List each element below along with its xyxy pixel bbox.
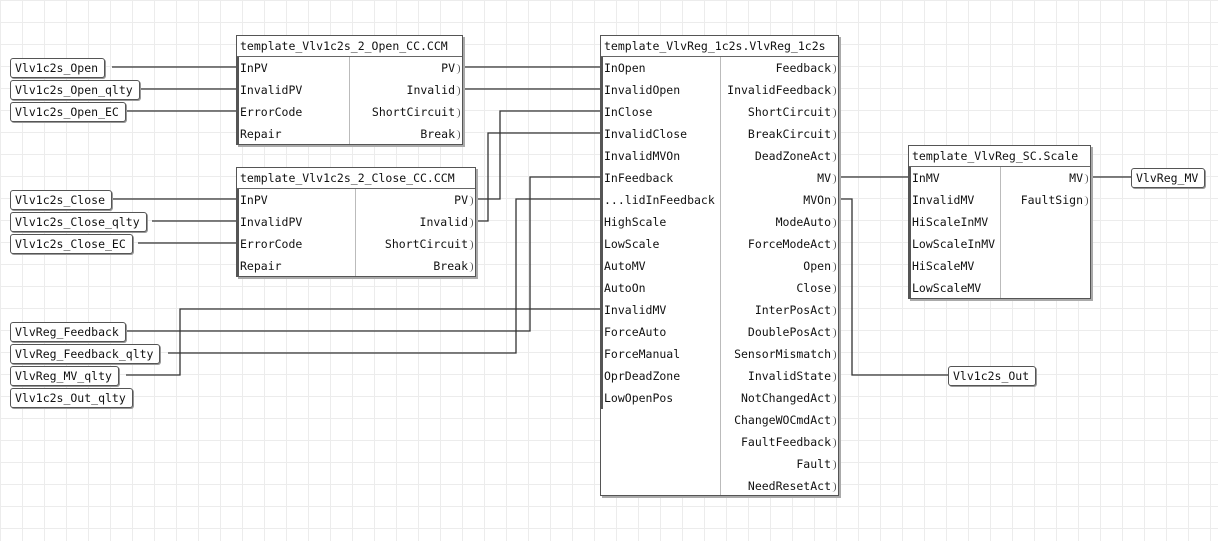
port-inclose[interactable]: InClose bbox=[601, 101, 719, 123]
io-vlv1c2s-out-qlty[interactable]: Vlv1c2s_Out_qlty bbox=[10, 388, 133, 408]
port-invalid[interactable]: Invalid bbox=[356, 211, 475, 233]
port-lowscalemv[interactable]: LowScaleMV bbox=[909, 277, 999, 299]
port-modeauto[interactable]: ModeAuto bbox=[721, 211, 838, 233]
port-highscale[interactable]: HighScale bbox=[601, 211, 719, 233]
port-sensormismatch[interactable]: SensorMismatch bbox=[721, 343, 838, 365]
port-lowscale[interactable]: LowScale bbox=[601, 233, 719, 255]
io-vlv1c2s-open-qlty[interactable]: Vlv1c2s_Open_qlty bbox=[10, 80, 140, 100]
block-close-cc[interactable]: template_Vlv1c2s_2_Close_CC.CCM InPV Inv… bbox=[236, 167, 476, 277]
output-ports: Feedback InvalidFeedback ShortCircuit Br… bbox=[720, 57, 838, 495]
port-repair[interactable]: Repair bbox=[237, 255, 354, 277]
port-forcemanual[interactable]: ForceManual bbox=[601, 343, 719, 365]
port-doubleposact[interactable]: DoublePosAct bbox=[721, 321, 838, 343]
port-inpv[interactable]: InPV bbox=[237, 57, 348, 79]
port-shortcircuit[interactable]: ShortCircuit bbox=[350, 101, 462, 123]
port-lowscaleinmv[interactable]: LowScaleInMV bbox=[909, 233, 999, 255]
output-ports: PV Invalid ShortCircuit Break bbox=[349, 57, 462, 144]
port-changewocmdact[interactable]: ChangeWOCmdAct bbox=[721, 409, 838, 431]
block-title: template_VlvReg_SC.Scale bbox=[909, 146, 1090, 167]
port-invalidpv[interactable]: InvalidPV bbox=[237, 79, 348, 101]
port-mv[interactable]: MV bbox=[1001, 167, 1090, 189]
io-vlv1c2s-close[interactable]: Vlv1c2s_Close bbox=[10, 190, 113, 210]
input-ports: InMV InvalidMV HiScaleInMV LowScaleInMV … bbox=[909, 167, 999, 299]
io-vlvreg-feedback-qlty[interactable]: VlvReg_Feedback_qlty bbox=[10, 344, 161, 364]
io-vlv1c2s-open[interactable]: Vlv1c2s_Open bbox=[10, 58, 106, 78]
port-invalidclose[interactable]: InvalidClose bbox=[601, 123, 719, 145]
port-hiscalemv[interactable]: HiScaleMV bbox=[909, 255, 999, 277]
io-vlv1c2s-close-ec[interactable]: Vlv1c2s_Close_EC bbox=[10, 234, 133, 254]
port-shortcircuit[interactable]: ShortCircuit bbox=[356, 233, 475, 255]
io-vlv1c2s-close-qlty[interactable]: Vlv1c2s_Close_qlty bbox=[10, 212, 147, 232]
port-fault[interactable]: Fault bbox=[721, 453, 838, 475]
io-vlvreg-mv[interactable]: VlvReg_MV bbox=[1131, 168, 1206, 188]
port-deadzoneact[interactable]: DeadZoneAct bbox=[721, 145, 838, 167]
port-inmv[interactable]: InMV bbox=[909, 167, 999, 189]
port-autoon[interactable]: AutoOn bbox=[601, 277, 719, 299]
port-forcemodeact[interactable]: ForceModeAct bbox=[721, 233, 838, 255]
port-shortcircuit[interactable]: ShortCircuit bbox=[721, 101, 838, 123]
port-pv[interactable]: PV bbox=[350, 57, 462, 79]
block-title: template_Vlv1c2s_2_Close_CC.CCM bbox=[237, 168, 475, 189]
port-notchangedact[interactable]: NotChangedAct bbox=[721, 387, 838, 409]
port-close[interactable]: Close bbox=[721, 277, 838, 299]
port-interposact[interactable]: InterPosAct bbox=[721, 299, 838, 321]
block-title: template_Vlv1c2s_2_Open_CC.CCM bbox=[237, 36, 462, 57]
wire-mv-qlty-to-invalidmv bbox=[126, 308, 600, 376]
port-lowopenpos[interactable]: LowOpenPos bbox=[601, 387, 719, 409]
port-invalidmv[interactable]: InvalidMV bbox=[601, 299, 719, 321]
port-errorcode[interactable]: ErrorCode bbox=[237, 101, 348, 123]
port-faultsign[interactable]: FaultSign bbox=[1001, 189, 1090, 211]
port-automv[interactable]: AutoMV bbox=[601, 255, 719, 277]
block-scale[interactable]: template_VlvReg_SC.Scale InMV InvalidMV … bbox=[908, 145, 1091, 299]
port-mv[interactable]: MV bbox=[721, 167, 838, 189]
output-ports: MV FaultSign bbox=[1000, 167, 1090, 298]
io-vlvreg-mv-qlty[interactable]: VlvReg_MV_qlty bbox=[10, 366, 119, 386]
port-inopen[interactable]: InOpen bbox=[601, 57, 719, 79]
port-open[interactable]: Open bbox=[721, 255, 838, 277]
port-infeedback[interactable]: InFeedback bbox=[601, 167, 719, 189]
port-repair[interactable]: Repair bbox=[237, 123, 348, 145]
io-vlvreg-feedback[interactable]: VlvReg_Feedback bbox=[10, 322, 126, 342]
port-invalidinfeedback[interactable]: ...lidInFeedback bbox=[601, 189, 719, 211]
port-pv[interactable]: PV bbox=[356, 189, 475, 211]
port-invalidfeedback[interactable]: InvalidFeedback bbox=[721, 79, 838, 101]
block-vlvreg[interactable]: template_VlvReg_1c2s.VlvReg_1c2s InOpen … bbox=[600, 35, 839, 496]
port-oprdeadzone[interactable]: OprDeadZone bbox=[601, 365, 719, 387]
port-faultfeedback[interactable]: FaultFeedback bbox=[721, 431, 838, 453]
port-breakcircuit[interactable]: BreakCircuit bbox=[721, 123, 838, 145]
port-invalidopen[interactable]: InvalidOpen bbox=[601, 79, 719, 101]
port-break[interactable]: Break bbox=[356, 255, 475, 277]
port-inpv[interactable]: InPV bbox=[237, 189, 354, 211]
port-invalidstate[interactable]: InvalidState bbox=[721, 365, 838, 387]
io-vlv1c2s-open-ec[interactable]: Vlv1c2s_Open_EC bbox=[10, 102, 126, 122]
port-invalidmvon[interactable]: InvalidMVOn bbox=[601, 145, 719, 167]
io-vlv1c2s-out[interactable]: Vlv1c2s_Out bbox=[948, 366, 1037, 386]
input-ports: InPV InvalidPV ErrorCode Repair bbox=[237, 57, 348, 145]
wire-close-invalid-to-invalidclose bbox=[476, 132, 600, 222]
port-feedback[interactable]: Feedback bbox=[721, 57, 838, 79]
port-forceauto[interactable]: ForceAuto bbox=[601, 321, 719, 343]
input-ports: InPV InvalidPV ErrorCode Repair bbox=[237, 189, 354, 277]
port-invalidpv[interactable]: InvalidPV bbox=[237, 211, 354, 233]
port-invalidmv[interactable]: InvalidMV bbox=[909, 189, 999, 211]
block-open-cc[interactable]: template_Vlv1c2s_2_Open_CC.CCM InPV Inva… bbox=[236, 35, 463, 145]
wire-mvon-to-out bbox=[840, 198, 950, 376]
wire-feedback-qlty-to-invalidinfeedback bbox=[168, 198, 600, 354]
wire-close-pv-to-inclose bbox=[476, 110, 600, 200]
wire-feedback-to-infeedback bbox=[124, 176, 600, 332]
port-break[interactable]: Break bbox=[350, 123, 462, 145]
port-errorcode[interactable]: ErrorCode bbox=[237, 233, 354, 255]
port-needresetact[interactable]: NeedResetAct bbox=[721, 475, 838, 497]
block-title: template_VlvReg_1c2s.VlvReg_1c2s bbox=[601, 36, 838, 57]
output-ports: PV Invalid ShortCircuit Break bbox=[355, 189, 475, 276]
port-mvon[interactable]: MVOn bbox=[721, 189, 838, 211]
port-hiscaleinmv[interactable]: HiScaleInMV bbox=[909, 211, 999, 233]
port-invalid[interactable]: Invalid bbox=[350, 79, 462, 101]
input-ports: InOpen InvalidOpen InClose InvalidClose … bbox=[601, 57, 719, 409]
